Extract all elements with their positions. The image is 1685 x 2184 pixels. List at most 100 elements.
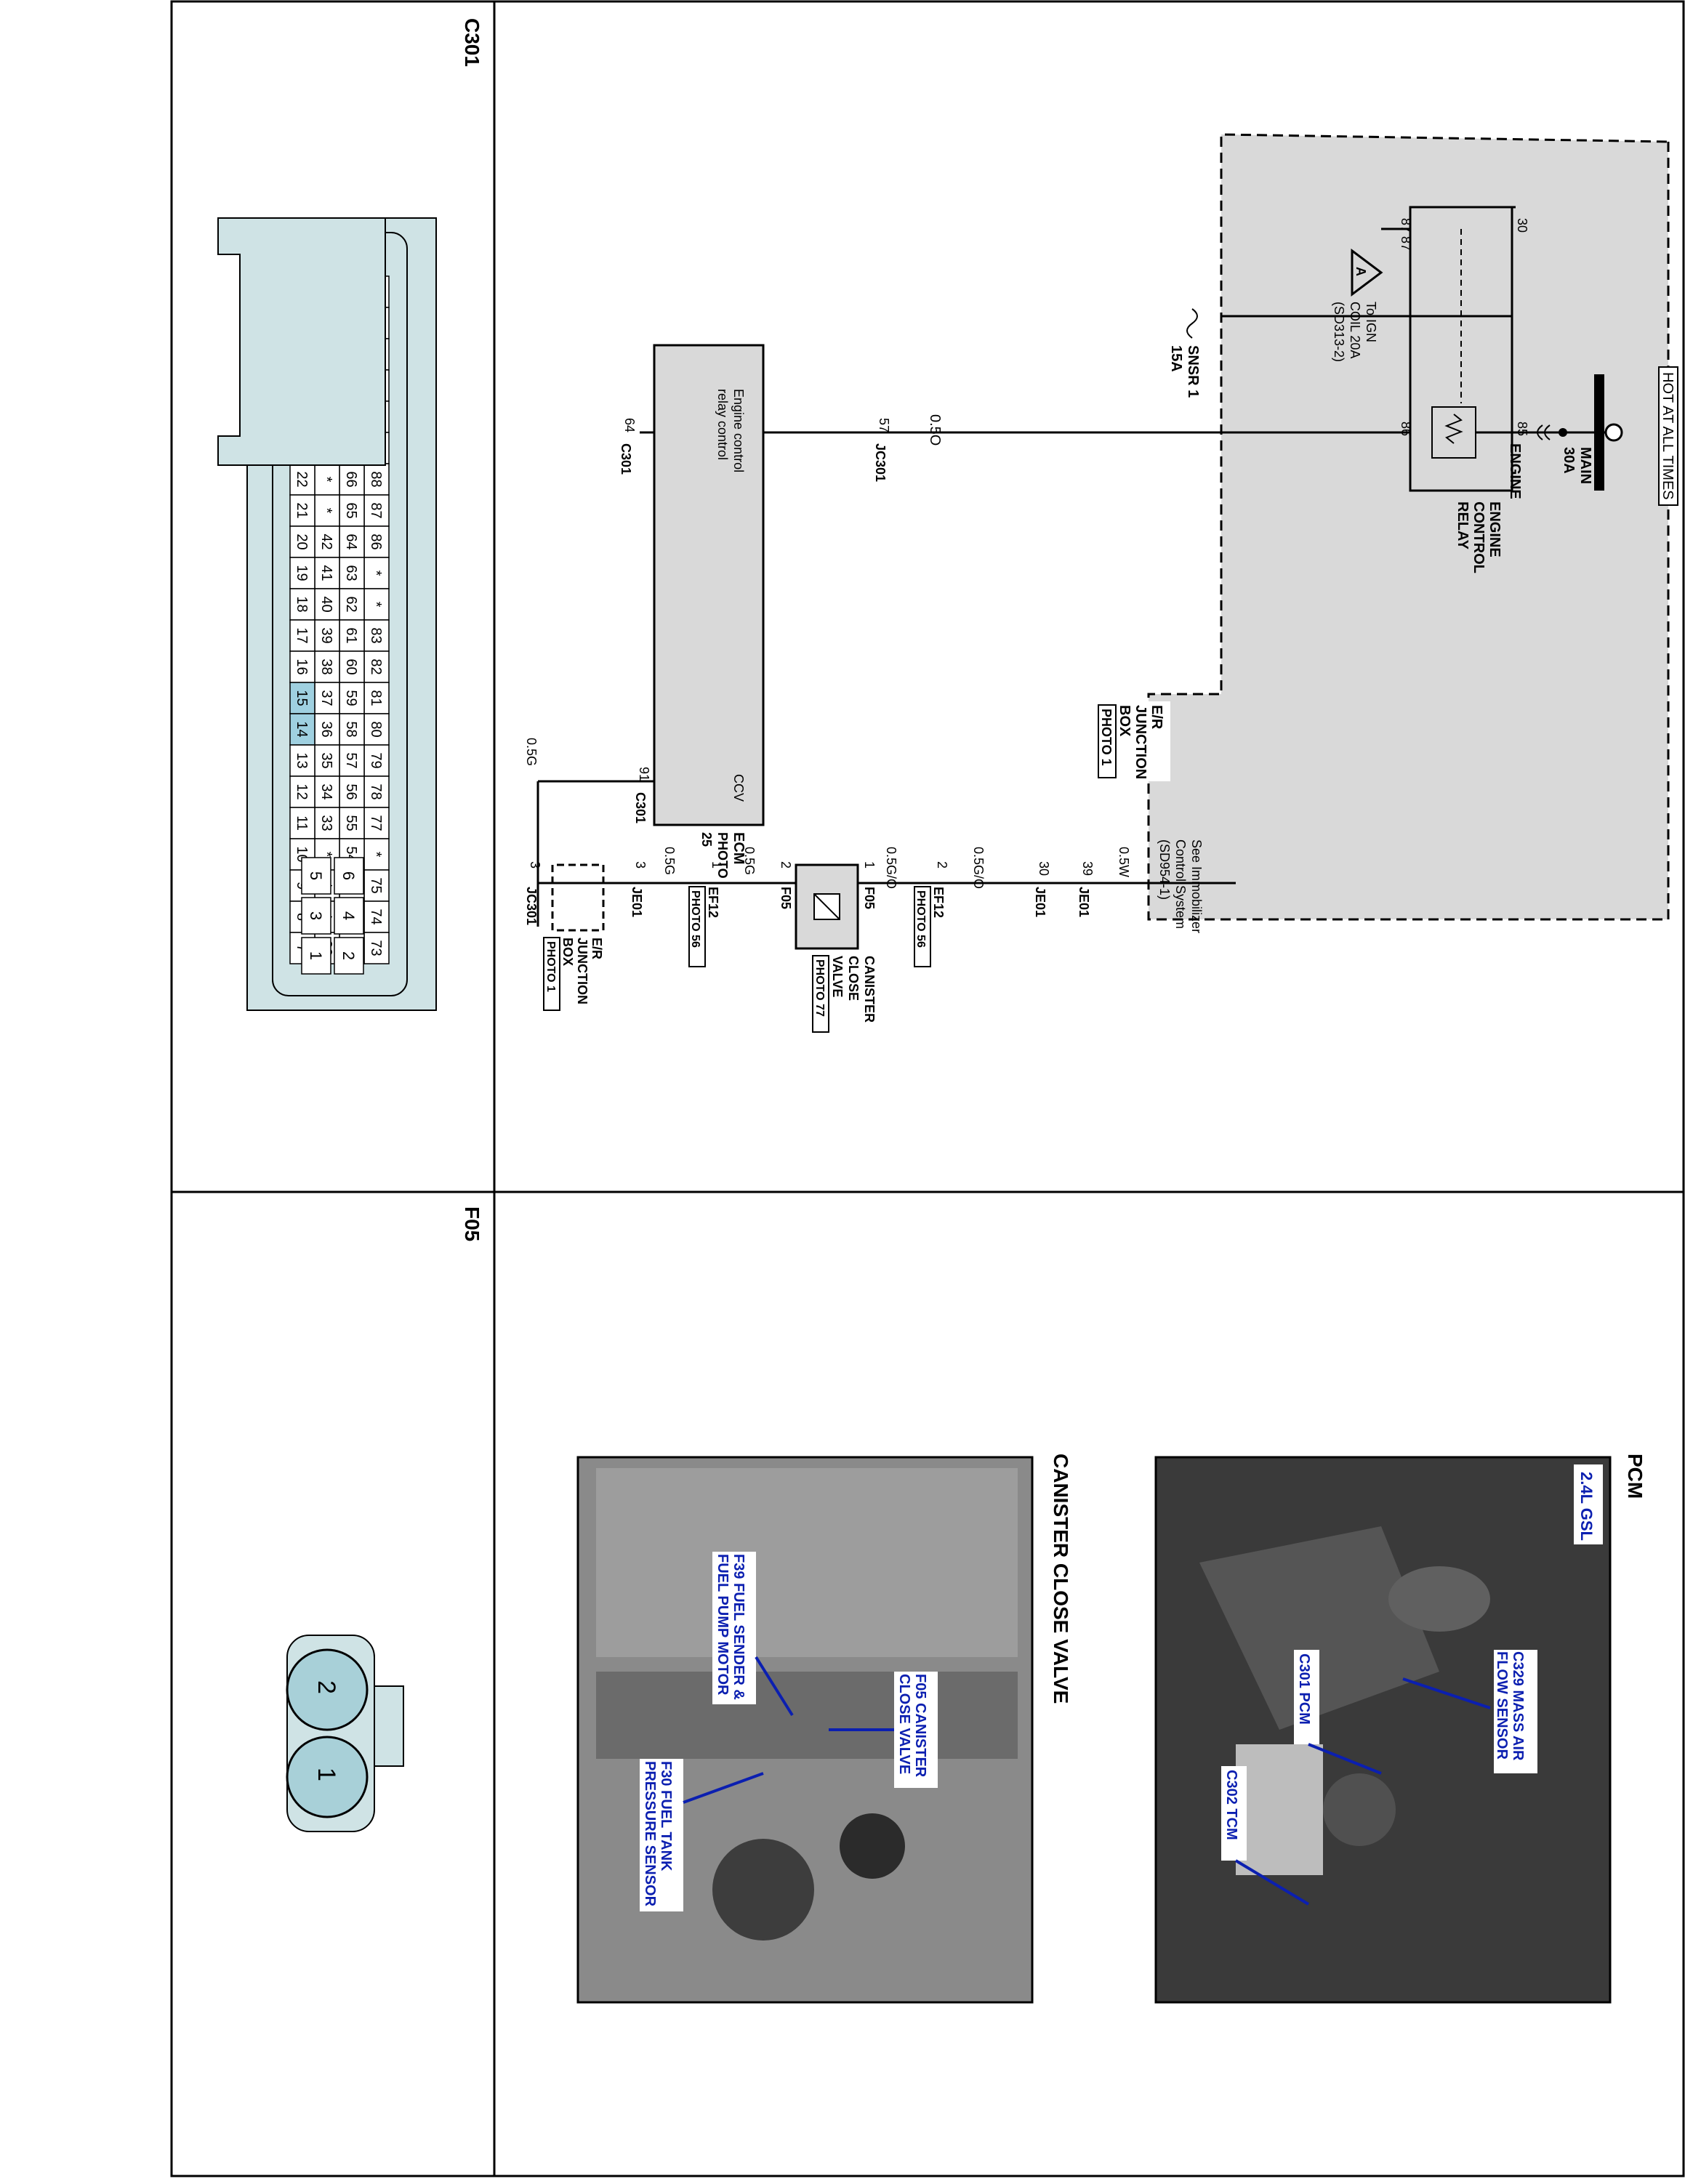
c301-pin-label: 62 xyxy=(343,596,359,612)
c301-small-pin-cell xyxy=(301,857,331,895)
er-box-name2: JUNCTION xyxy=(1133,705,1149,779)
c301-pin-label: 60 xyxy=(343,658,359,674)
c301-pin-label: 88 xyxy=(368,471,384,487)
ccv-line1: CANISTER xyxy=(862,956,877,1023)
c301-pin-label: 63 xyxy=(343,565,359,581)
c301-title: C301 xyxy=(461,18,483,67)
c301-pin-label: 55 xyxy=(343,815,359,831)
c301-pin-label: 74 xyxy=(368,908,384,924)
c301-pin-label: 21 xyxy=(294,502,310,518)
f05-pin-1: 1 xyxy=(313,1768,340,1781)
c301-small-pin-label: 2 xyxy=(339,951,358,960)
c301-pin-label: 82 xyxy=(368,658,384,674)
relay-pin-85: 85 xyxy=(1515,422,1529,436)
c301-pin-label: 38 xyxy=(318,658,334,674)
c301-pin-label: 15 xyxy=(294,690,310,706)
c301-pin-label: 20 xyxy=(294,533,310,549)
relay-label-line2: CONTROL xyxy=(1471,501,1487,573)
f05-connector: 2 1 xyxy=(286,1635,404,1832)
c301-pin-label: * xyxy=(368,571,384,576)
wire-05go-a: 0.5G/O xyxy=(971,847,986,889)
c301-small-pin-cell xyxy=(334,857,364,895)
c301-small-pin-cell xyxy=(334,897,364,935)
ecm-relay-ctrl-1: Engine control xyxy=(731,389,746,472)
pin-91: 91 xyxy=(637,767,651,781)
wire-05o-label: 0.5O xyxy=(927,414,943,446)
ccv-f39-line1: F39 FUEL SENDER & xyxy=(731,1554,747,1700)
ef12-b: EF12 xyxy=(706,887,720,918)
er-box-name3: BOX xyxy=(1117,705,1133,737)
c301-small-pin-label: 3 xyxy=(307,911,325,920)
main-fuse-name: MAIN xyxy=(1577,447,1593,484)
c301-top: C301 xyxy=(619,443,633,475)
wire-05g-top: 0.5G xyxy=(524,738,539,766)
pin-3-jc: 3 xyxy=(528,861,542,869)
schematic: HOT AT ALL TIMES MAIN 30A 30 85 86 87 87… xyxy=(524,133,1678,1033)
jc301-top: JC301 xyxy=(873,443,888,482)
c301-pin-label: 19 xyxy=(294,565,310,581)
c301-pin-label: 65 xyxy=(343,502,359,518)
ccv-line2: CLOSE xyxy=(846,956,861,1001)
c301-pin-label: 12 xyxy=(294,783,310,799)
c301-pin-label: 40 xyxy=(318,596,334,612)
c301-pin-label: 73 xyxy=(368,940,384,956)
relay-label-line1: ENGINE xyxy=(1487,501,1503,557)
c301-pin-label: 33 xyxy=(318,815,334,831)
c301-pin-label: 87 xyxy=(368,502,384,518)
ccv-line3: VALVE xyxy=(830,956,845,997)
ign-ref-triangle xyxy=(1351,249,1383,297)
c301-pin-label: 75 xyxy=(368,877,384,893)
relay-pin-86: 86 xyxy=(1399,422,1413,436)
c301-pin-label: 14 xyxy=(294,721,310,737)
c301-small-pin-cell xyxy=(301,897,331,935)
ccv-f30-line1: F30 FUEL TANK xyxy=(658,1761,674,1871)
c301-pin-label: 83 xyxy=(368,627,384,643)
c301-pin-label: * xyxy=(318,508,334,514)
ccv-f05-line2: CLOSE VALVE xyxy=(896,1674,912,1774)
immo-line2: Control System xyxy=(1173,839,1188,929)
page-frame xyxy=(170,0,1685,2177)
wire-05g-a: 0.5G xyxy=(742,847,757,875)
photo-56-a: PHOTO 56 xyxy=(914,890,927,948)
c301-pin-label: 80 xyxy=(368,721,384,737)
c301-pin-label: 58 xyxy=(343,721,359,737)
hot-at-all-times-label: HOT AT ALL TIMES xyxy=(1660,372,1676,500)
c301-pin-label: 78 xyxy=(368,783,384,799)
c301-pin-label: 17 xyxy=(294,627,310,643)
relay-pin-87b: 87 xyxy=(1399,236,1413,251)
pcm-c302-label: C302 TCM xyxy=(1223,1770,1239,1840)
pin-30-je: 30 xyxy=(1037,861,1051,876)
pin-3-je: 3 xyxy=(633,861,648,869)
c301-pin-label: 61 xyxy=(343,627,359,643)
c301-pin-label: 35 xyxy=(318,752,334,768)
er-small-line3: BOX xyxy=(560,938,575,966)
c301-pin-label: * xyxy=(318,852,334,858)
c301-small-pin-cell xyxy=(334,937,364,975)
c301-pin-label: 18 xyxy=(294,596,310,612)
immo-line3: (SD954-1) xyxy=(1157,839,1172,900)
er-junction-box-small xyxy=(551,863,605,932)
c301-pin-label: 13 xyxy=(294,752,310,768)
ign-ref-marker: A xyxy=(1354,267,1368,276)
c301-pin-label: * xyxy=(318,477,334,483)
f05-connector-panel: F05 2 1 xyxy=(286,1206,483,1832)
c301-pin-label: 77 xyxy=(368,815,384,831)
pin-2-ef12: 2 xyxy=(935,861,949,869)
c301-pin-label: 42 xyxy=(318,533,334,549)
c301-pin-label: 79 xyxy=(368,752,384,768)
f05-b: F05 xyxy=(779,887,793,909)
ign-ref-line1: To IGN xyxy=(1364,302,1378,342)
c301-small-pin-label: 1 xyxy=(307,951,325,960)
c301-small-pin-label: 6 xyxy=(339,871,358,880)
photo-56-b: PHOTO 56 xyxy=(689,890,701,948)
ccv-f05-line1: F05 CANISTER xyxy=(912,1674,928,1778)
c301-pin-label: 36 xyxy=(318,721,334,737)
je01-30: JE01 xyxy=(1033,887,1047,917)
snsr-fuse-rating: 15A xyxy=(1168,345,1184,372)
ccv-photo: PHOTO 77 xyxy=(813,959,826,1017)
relay-pin-30: 30 xyxy=(1515,218,1529,233)
ecm-name: ECM xyxy=(731,832,747,864)
je01-39: JE01 xyxy=(1077,887,1091,917)
